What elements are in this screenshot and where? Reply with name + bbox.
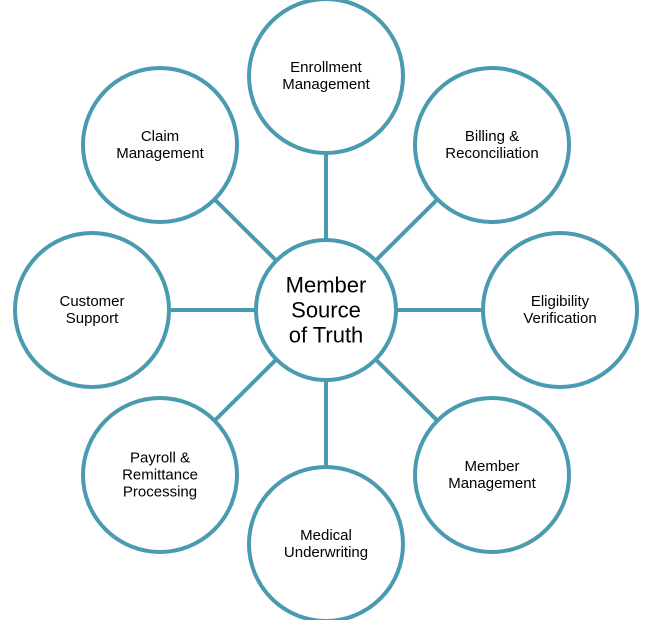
node-label-payroll: Payroll & Remittance Processing bbox=[122, 449, 198, 501]
node-circle-enrollment bbox=[247, 0, 405, 155]
node-label-support: Customer Support bbox=[59, 293, 125, 327]
spoke-billing bbox=[374, 197, 439, 263]
node-label-enrollment: Enrollment Management bbox=[282, 59, 370, 93]
hub-label: Member Source of Truth bbox=[285, 272, 367, 348]
node-label-eligibility: Eligibility Verification bbox=[523, 293, 597, 327]
node-label-underwriting: Medical Underwriting bbox=[283, 527, 369, 561]
spoke-claim bbox=[213, 197, 278, 263]
spoke-payroll bbox=[213, 357, 278, 423]
node-label-billing: Billing & Reconciliation bbox=[445, 128, 539, 162]
spoke-member bbox=[374, 357, 439, 423]
node-circle-eligibility bbox=[481, 231, 639, 389]
spoke-lines bbox=[169, 153, 483, 467]
node-circle-billing bbox=[413, 66, 571, 224]
node-label-claim: Claim Management bbox=[116, 128, 204, 162]
node-circle-claim bbox=[81, 66, 239, 224]
node-circles bbox=[13, 0, 639, 623]
node-circle-payroll bbox=[81, 396, 239, 554]
node-circle-member bbox=[413, 396, 571, 554]
node-label-member: Member Management bbox=[448, 458, 536, 492]
hub-circle bbox=[254, 238, 398, 382]
node-circle-support bbox=[13, 231, 171, 389]
